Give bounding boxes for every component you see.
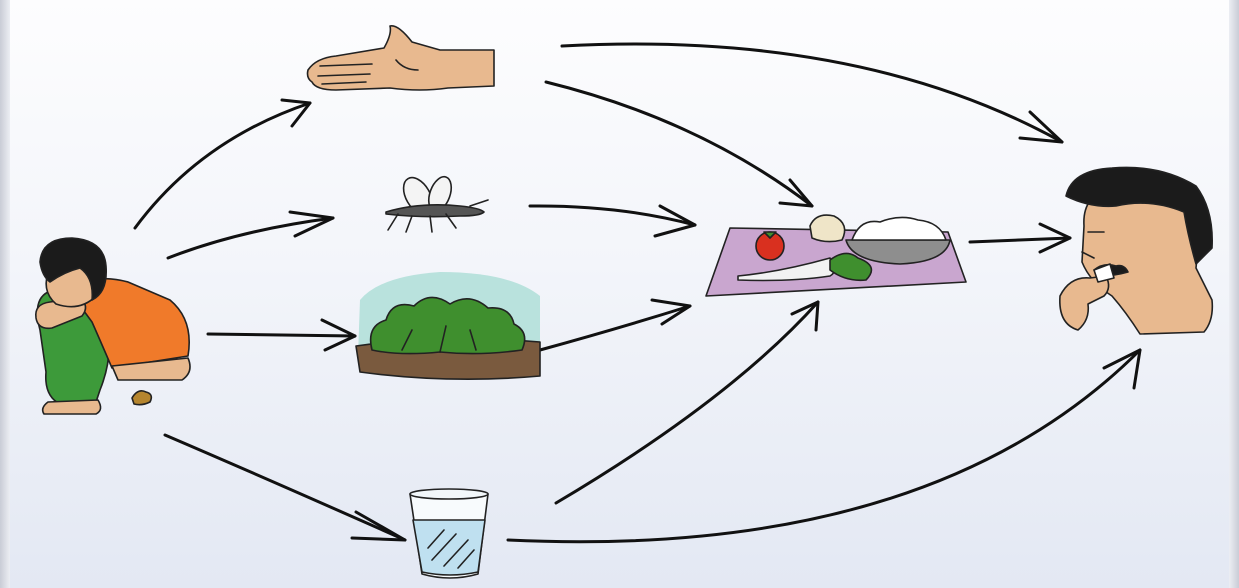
arrow-fields-to-food	[538, 298, 692, 352]
fly-illustration	[385, 175, 489, 233]
arrow-child-to-water	[163, 433, 407, 542]
arrows	[133, 42, 1142, 544]
arrow-child-to-flies	[166, 210, 335, 260]
arrow-water-to-food	[554, 300, 820, 505]
arrow-food-to-person	[968, 222, 1072, 254]
man-eating-illustration	[1059, 166, 1214, 335]
arrow-hands-to-food	[544, 80, 814, 208]
arrow-water-to-person	[506, 348, 1142, 544]
food-plate-illustration	[705, 214, 967, 297]
water-glass-illustration	[409, 488, 489, 579]
arrow-flies-to-food	[528, 204, 697, 238]
child-defecating-illustration	[34, 237, 191, 415]
arrow-child-to-hands	[133, 98, 312, 230]
hand-illustration	[306, 25, 495, 91]
field-crops-illustration	[355, 272, 541, 380]
arrow-hands-to-person	[560, 42, 1064, 144]
arrow-child-to-fields	[206, 318, 357, 352]
